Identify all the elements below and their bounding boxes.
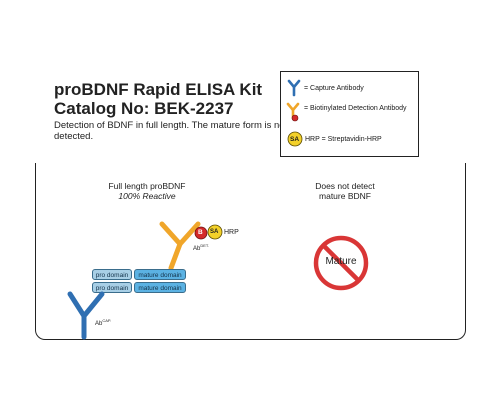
capture-antibody-legend-icon <box>287 79 301 97</box>
full-length-caption: Full length proBDNF <box>108 181 186 191</box>
detection-antibody-label: AbDET. <box>193 243 209 252</box>
legend-box: = Capture Antibody = Biotinylated Detect… <box>280 71 419 157</box>
ab-det-text: Ab <box>193 246 201 252</box>
kit-title: proBDNF Rapid ELISA Kit <box>54 80 263 99</box>
detection-antibody-icon <box>159 221 201 271</box>
assay-panel <box>35 163 466 340</box>
catalog-number: Catalog No: BEK-2237 <box>54 99 234 118</box>
biotin-icon <box>194 226 208 240</box>
ab-det-sup: DET. <box>200 243 210 248</box>
streptavidin-icon <box>207 224 223 240</box>
legend-capture-label: = Capture Antibody <box>304 85 364 92</box>
legend-sa-badge: SA <box>290 136 300 143</box>
capture-antibody-label: AbCAP. <box>95 318 111 327</box>
pro-domain-top: pro domain <box>92 269 132 280</box>
no-sign-icon <box>313 235 369 291</box>
biotin-badge: B <box>198 229 203 236</box>
title-block: proBDNF Rapid ELISA Kit Catalog No: BEK-… <box>54 80 294 142</box>
legend-detection-label: = Biotinylated Detection Antibody <box>304 105 407 112</box>
mature-sign-label: Mature <box>325 256 357 267</box>
hrp-label: HRP <box>224 229 239 236</box>
legend-hrp-label: HRP = Streptavidin-HRP <box>305 136 382 143</box>
kit-description: Detection of BDNF in full length. The ma… <box>54 120 288 142</box>
mature-domain-top: mature domain <box>134 269 186 280</box>
no-detect-caption-2: mature BDNF <box>319 191 371 201</box>
capture-antibody-icon <box>67 291 105 340</box>
pro-domain-bottom: pro domain <box>92 282 132 293</box>
streptavidin-legend-icon <box>287 131 303 147</box>
detection-antibody-legend-icon <box>286 102 300 122</box>
mature-domain-bottom: mature domain <box>134 282 186 293</box>
sa-badge: SA <box>210 229 219 235</box>
reactive-caption: 100% Reactive <box>118 191 176 201</box>
ab-cap-sup: CAP. <box>102 318 112 323</box>
ab-cap-text: Ab <box>95 321 103 327</box>
no-detect-caption-1: Does not detect <box>315 181 375 191</box>
